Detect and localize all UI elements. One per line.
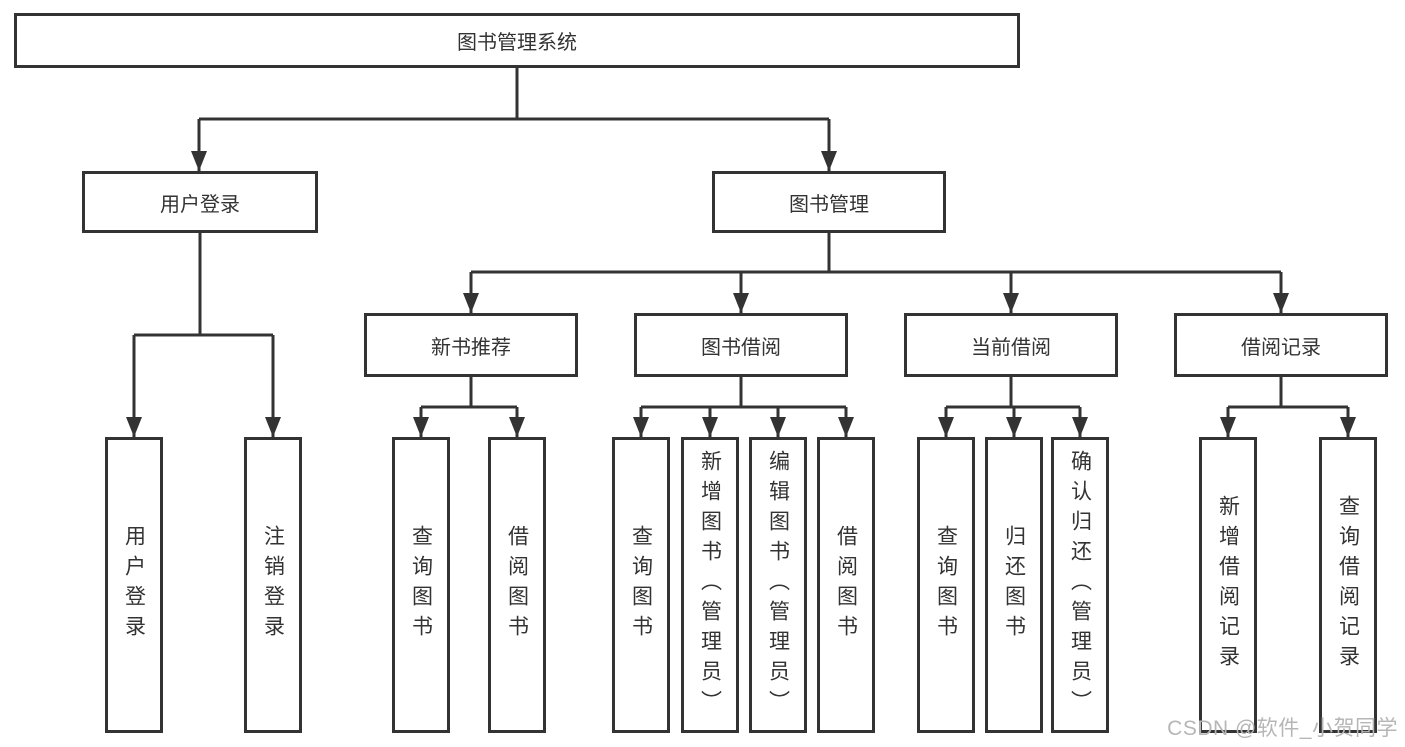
node-root-system: 图书管理系统 (14, 13, 1020, 68)
leaf-user-login: 用户登录 (105, 437, 163, 733)
leaf-add-borrow-record: 新增借阅记录 (1199, 437, 1257, 733)
arrowhead (733, 293, 749, 313)
arrowhead (702, 417, 718, 437)
node-label: 确认归还（管理员） (1068, 450, 1092, 720)
node-label: 查询图书 (629, 525, 653, 645)
connector-new-book-recommend-to-leaves (419, 377, 519, 437)
arrowhead (633, 417, 649, 437)
node-label: 新书推荐 (431, 336, 511, 359)
leaf-borrow-books-borrow: 借阅图书 (817, 437, 875, 733)
node-book-management: 图书管理 (712, 171, 946, 233)
arrowhead (1273, 293, 1289, 313)
node-label: 图书借阅 (701, 336, 781, 359)
connector-user-login-to-leaves (132, 233, 275, 437)
arrowhead (191, 151, 207, 171)
arrowhead (463, 293, 479, 313)
arrowhead (838, 417, 854, 437)
leaf-query-books-recommend: 查询图书 (392, 437, 450, 733)
arrowhead (265, 417, 281, 437)
node-label: 查询图书 (409, 525, 433, 645)
node-label: 借阅记录 (1241, 336, 1321, 359)
node-label: 新增图书（管理员） (698, 450, 722, 720)
node-label: 当前借阅 (971, 336, 1051, 359)
connector-root-to-level2 (197, 68, 831, 171)
leaf-borrow-books-recommend: 借阅图书 (488, 437, 546, 733)
node-label: 新增借阅记录 (1216, 495, 1240, 675)
node-label: 图书管理 (789, 193, 869, 216)
leaf-return-book: 归还图书 (985, 437, 1043, 733)
node-label: 借阅图书 (834, 525, 858, 645)
node-label: 用户登录 (160, 193, 240, 216)
arrowhead (821, 151, 837, 171)
leaf-query-books-borrow: 查询图书 (612, 437, 670, 733)
node-label: 用户登录 (122, 525, 146, 645)
node-label: 借阅图书 (505, 525, 529, 645)
arrowhead (1220, 417, 1236, 437)
connector-book-borrow-to-leaves (639, 377, 848, 437)
node-label: 注销登录 (261, 525, 285, 645)
arrowhead (1006, 417, 1022, 437)
node-new-book-recommend: 新书推荐 (364, 313, 578, 377)
csdn-watermark: CSDN @软件_小贺同学 (1167, 717, 1398, 740)
node-label: 图书管理系统 (457, 32, 577, 54)
leaf-confirm-return-admin: 确认归还（管理员） (1051, 437, 1109, 733)
leaf-logout: 注销登录 (244, 437, 302, 733)
node-borrow-records: 借阅记录 (1174, 313, 1388, 377)
leaf-query-borrow-record: 查询借阅记录 (1319, 437, 1377, 733)
leaf-query-books-current: 查询图书 (917, 437, 975, 733)
node-current-borrow: 当前借阅 (904, 313, 1118, 377)
node-label: 查询图书 (934, 525, 958, 645)
connector-book-management-to-level3 (469, 233, 1283, 313)
node-book-borrow: 图书借阅 (634, 313, 848, 377)
leaf-add-book-admin: 新增图书（管理员） (681, 437, 739, 733)
node-user-login: 用户登录 (82, 171, 318, 233)
arrowhead (413, 417, 429, 437)
connector-borrow-records-to-leaves (1226, 377, 1350, 437)
arrowhead (938, 417, 954, 437)
leaf-edit-book-admin: 编辑图书（管理员） (749, 437, 807, 733)
arrowhead (126, 417, 142, 437)
node-label: 编辑图书（管理员） (766, 450, 790, 720)
node-label: 归还图书 (1002, 525, 1026, 645)
arrowhead (1003, 293, 1019, 313)
arrowhead (770, 417, 786, 437)
node-label: 查询借阅记录 (1336, 495, 1360, 675)
arrowhead (509, 417, 525, 437)
arrowhead (1340, 417, 1356, 437)
arrowhead (1072, 417, 1088, 437)
